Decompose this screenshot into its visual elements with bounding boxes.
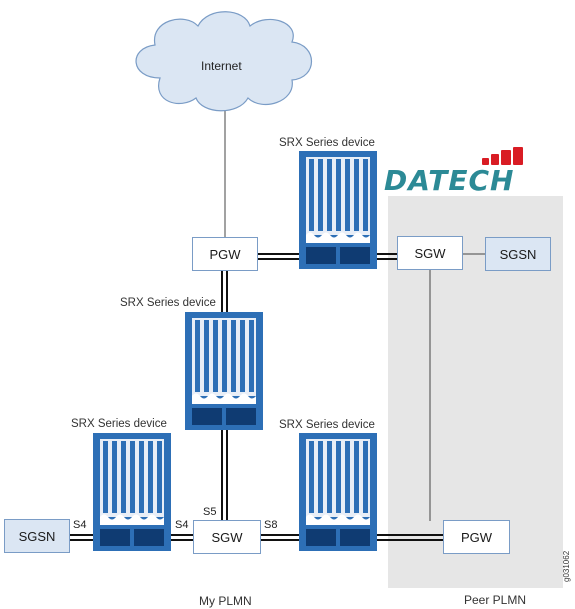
interface-s4-left: S4 bbox=[73, 519, 87, 531]
srx-device-bottom-right-icon bbox=[299, 433, 377, 551]
datech-logo-text: DATECH bbox=[384, 164, 515, 197]
sgw-my-plmn-node: SGW bbox=[193, 520, 261, 554]
srx-device-top-label: SRX Series device bbox=[279, 137, 375, 149]
srx-device-bottom-left-icon bbox=[93, 433, 171, 551]
interface-s5: S5 bbox=[203, 506, 217, 518]
figure-id: g031062 bbox=[562, 550, 571, 582]
internet-cloud-icon bbox=[135, 11, 313, 112]
srx-device-bottom-right-label: SRX Series device bbox=[279, 419, 375, 431]
interface-s8: S8 bbox=[264, 519, 278, 531]
srx-device-top-icon bbox=[299, 151, 377, 269]
pgw-my-plmn-node: PGW bbox=[192, 237, 258, 271]
srx-device-middle-label: SRX Series device bbox=[120, 297, 216, 309]
sgsn-my-plmn-node: SGSN bbox=[4, 519, 70, 553]
interface-s4-right: S4 bbox=[175, 519, 189, 531]
datech-logo-mark bbox=[482, 147, 523, 165]
pgw-peer-plmn-node: PGW bbox=[443, 520, 510, 554]
sgw-peer-plmn-node: SGW bbox=[397, 236, 463, 270]
internet-label: Internet bbox=[201, 59, 242, 73]
my-plmn-label: My PLMN bbox=[199, 594, 252, 608]
sgsn-peer-plmn-node: SGSN bbox=[485, 237, 551, 271]
srx-device-bottom-left-label: SRX Series device bbox=[71, 418, 167, 430]
peer-plmn-label: Peer PLMN bbox=[464, 593, 527, 607]
srx-device-middle-icon bbox=[185, 312, 263, 430]
